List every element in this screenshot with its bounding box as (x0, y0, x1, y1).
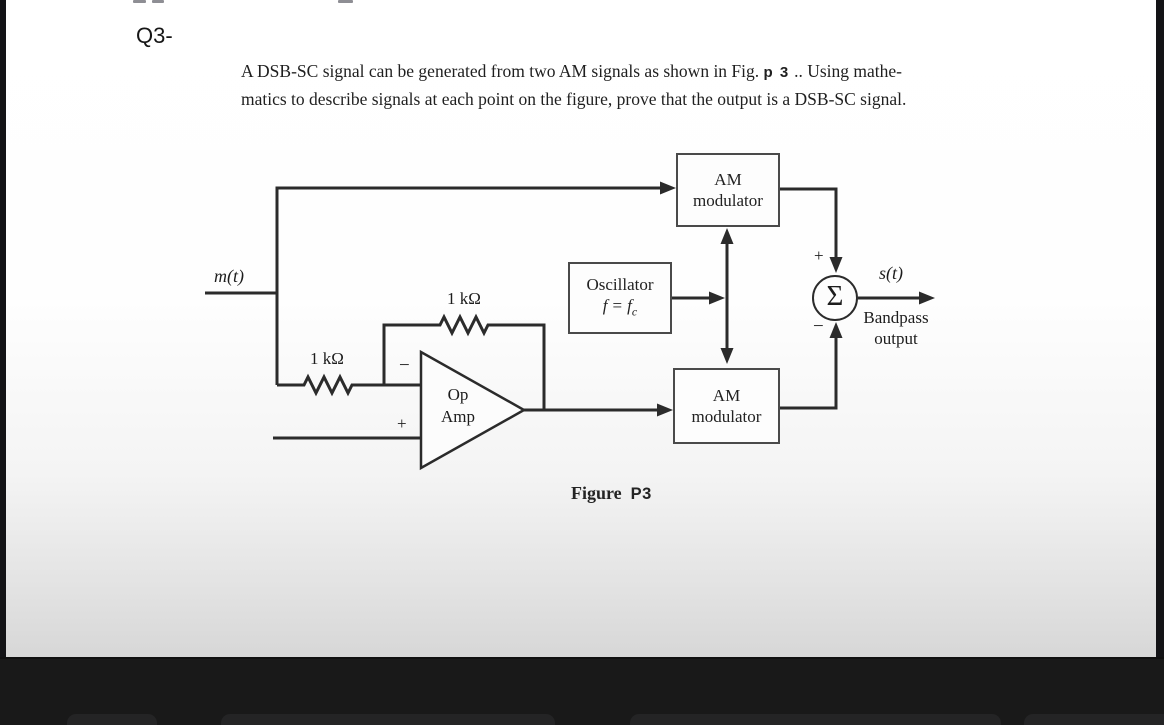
cropped-text-fragment (152, 0, 164, 3)
am-modulator-top-line2: modulator (693, 191, 763, 210)
arrowhead-into-summer-top (829, 257, 843, 273)
opamp-name-line2: Amp (441, 407, 475, 426)
am-modulator-top-line1: AM (714, 170, 742, 189)
oscillator-f: f (602, 295, 608, 315)
arrowhead-into-top-am (660, 181, 676, 195)
arrowhead (657, 181, 935, 417)
opamp-triangle (419, 349, 527, 471)
oscillator-box: Oscillator f=fc (568, 262, 672, 334)
cropped-text-fragment (338, 0, 353, 3)
arrowhead-carrier-down (720, 348, 734, 364)
left-letterbox-bar (0, 0, 6, 658)
wire-feedback-resistor (382, 313, 546, 410)
am-modulator-bottom-line2: modulator (691, 407, 762, 426)
shelf-tile[interactable] (630, 714, 1001, 725)
problem-line1-tail: .. Using mathe- (789, 61, 902, 81)
cropped-text-fragment (133, 0, 146, 3)
wire-top-am-to-summer (780, 187, 838, 262)
shelf-tile[interactable] (221, 714, 555, 725)
shelf-tile[interactable] (67, 714, 157, 725)
arrowhead-into-bottom-am (657, 403, 673, 417)
opamp-inverting-sign: − (399, 355, 410, 376)
opamp-noninverting-sign: + (397, 414, 407, 433)
summing-junction: Σ (812, 275, 858, 321)
figure-caption-word: Figure (571, 483, 622, 503)
figure-reference: p 3 (763, 64, 790, 81)
opamp-name-line1: Op (447, 385, 469, 404)
question-number: Q3- (136, 23, 173, 48)
am-modulator-top-box: AM modulator (676, 153, 780, 227)
wire (205, 186, 921, 440)
problem-line2-text: matics to describe signals at each point… (241, 89, 907, 109)
bottom-shelf (0, 657, 1164, 725)
am-modulator-bottom-line1: AM (712, 386, 741, 405)
oscillator-fc-subscript: c (631, 304, 638, 319)
oscillator-fc: f (627, 295, 632, 315)
am-modulator-bottom-box: AM modulator (673, 368, 780, 444)
oscillator-frequency: f=fc (603, 295, 637, 322)
input-signal-label: m(t) (214, 266, 244, 286)
feedback-resistor-label: 1 kΩ (447, 289, 481, 308)
oscillator-equals: = (612, 295, 623, 315)
sigma-symbol: Σ (826, 280, 844, 312)
figure-caption: Figure P3 (571, 483, 652, 504)
arrowhead-into-summer-bottom (829, 322, 843, 338)
wire-trunk-top-branch (275, 186, 663, 385)
shelf-tile[interactable] (1024, 714, 1164, 725)
summer-plus-sign: + (814, 246, 824, 265)
arrowhead-carrier-up (720, 228, 734, 244)
output-signal-label: s(t) (879, 263, 903, 283)
wire-bottom-am-to-summer (780, 336, 838, 410)
output-description-line2: output (874, 329, 918, 348)
arrowhead-output (919, 291, 935, 305)
summer-minus-sign: − (813, 316, 824, 337)
problem-statement: A DSB-SC signal can be generated from tw… (241, 58, 1033, 112)
figure-caption-number: P3 (630, 485, 652, 503)
wire-input-resistor (277, 373, 421, 397)
opamp-name: Op Amp (423, 384, 493, 428)
problem-line1-text: A DSB-SC signal can be generated from tw… (241, 61, 764, 81)
oscillator-title: Oscillator (586, 274, 654, 294)
arrowhead-oscillator (709, 291, 725, 305)
output-description: Bandpass output (857, 307, 935, 349)
right-letterbox-bar (1156, 0, 1164, 658)
output-description-line1: Bandpass (863, 308, 929, 327)
input-resistor-label: 1 kΩ (310, 349, 344, 368)
